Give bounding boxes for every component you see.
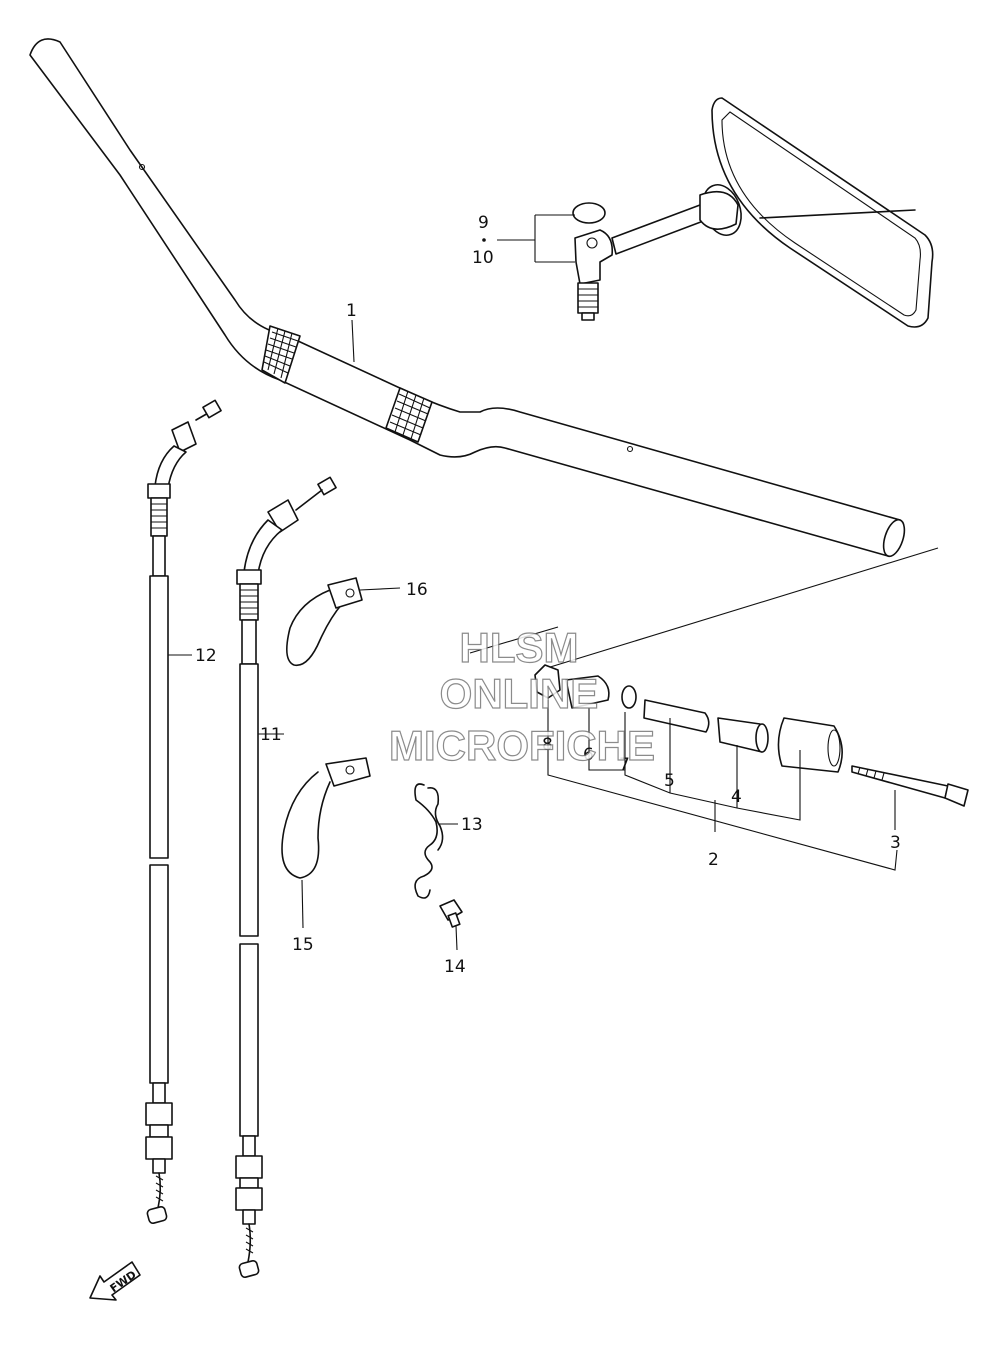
callout-11: 11 — [260, 725, 282, 745]
cable-clamp-16 — [286, 577, 363, 667]
callout-5: 5 — [664, 771, 675, 791]
watermark: HLSM ONLINE MICROFICHE — [388, 623, 655, 769]
watermark-line-2: ONLINE — [440, 670, 599, 717]
watermark-line-3: MICROFICHE — [389, 722, 655, 769]
callout-8: 8 — [542, 735, 553, 755]
fwd-arrow: FWD — [89, 1261, 141, 1301]
throttle-cable-12 — [145, 399, 222, 1224]
mirror-assembly — [572, 97, 934, 328]
callout-1: 1 — [346, 301, 357, 321]
screw-14 — [439, 899, 463, 928]
throttle-cable-11 — [235, 476, 337, 1278]
callout-3: 3 — [890, 833, 901, 853]
callout-9: 9 — [478, 213, 489, 233]
callout-2: 2 — [708, 850, 719, 870]
callout-leaders — [168, 214, 575, 951]
mirror-cap — [572, 202, 606, 224]
callout-6: 6 — [583, 745, 594, 765]
callout-labels: 1 2 3 4 5 6 7 8 9 10 11 12 13 14 15 16 — [195, 213, 901, 977]
callout-14: 14 — [444, 957, 466, 977]
knurl-band-right — [385, 387, 433, 443]
bar-end-weight-assembly — [469, 547, 969, 871]
callout-4: 4 — [731, 787, 742, 807]
knurl-band-left — [261, 325, 301, 384]
callout-15: 15 — [292, 935, 314, 955]
cable-clamp-15 — [281, 757, 371, 879]
callout-7: 7 — [619, 755, 630, 775]
callout-12: 12 — [195, 646, 217, 666]
callout-10: 10 — [472, 248, 494, 268]
handlebar — [29, 38, 906, 558]
callout-13: 13 — [461, 815, 483, 835]
wire-clip-13 — [414, 783, 444, 899]
watermark-line-1: HLSM — [460, 624, 579, 671]
callout-dot — [482, 238, 486, 242]
callout-16: 16 — [406, 580, 428, 600]
